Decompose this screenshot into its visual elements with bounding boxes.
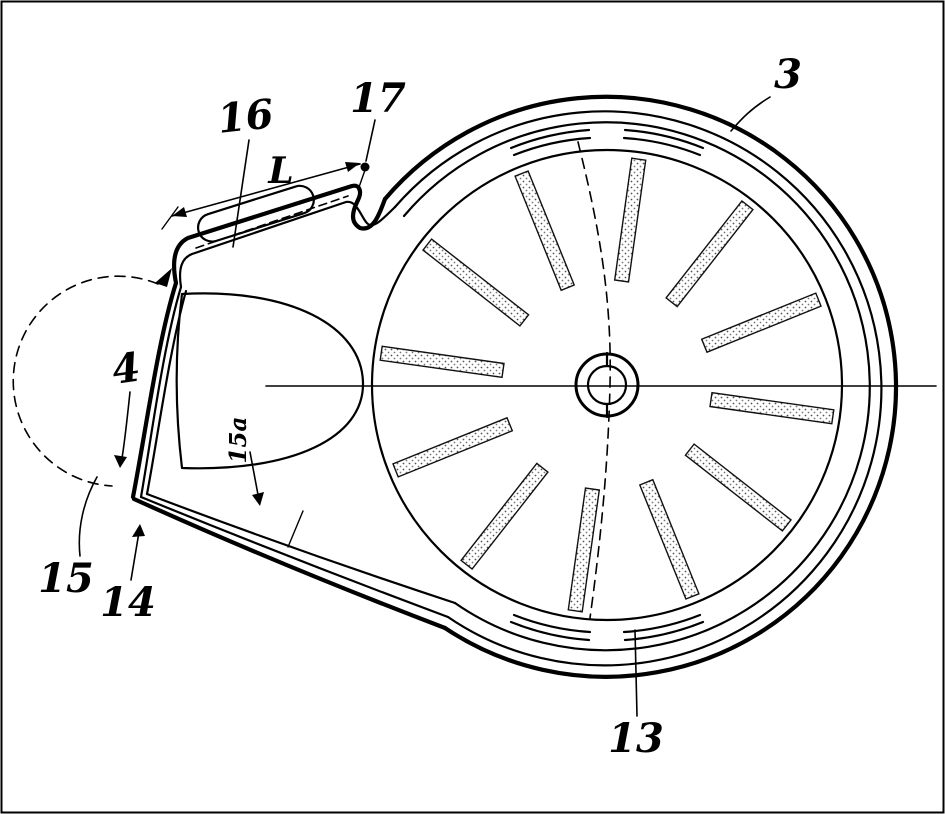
shroud-arc xyxy=(623,620,705,642)
dimension-extension-tick xyxy=(161,206,179,230)
shroud-arc xyxy=(622,613,702,634)
channel-tick xyxy=(287,510,304,548)
nozzle-arm xyxy=(195,162,370,249)
shroud-arc xyxy=(509,128,591,150)
inlet-channel-shape xyxy=(175,292,365,470)
ref-17-label: 17 xyxy=(350,75,406,122)
leader-lines xyxy=(78,96,771,717)
leader-ref14-arrow xyxy=(132,524,145,537)
rotor-blades xyxy=(379,157,835,613)
dashed-reference-circle xyxy=(12,275,159,487)
nozzle-pivot-dot xyxy=(360,162,370,172)
rotor-blade xyxy=(567,487,601,613)
dimension-L xyxy=(161,162,361,230)
ref-13-label: 13 xyxy=(608,715,664,762)
ref-15a-label: 15a xyxy=(225,417,252,464)
shroud-arc xyxy=(512,136,592,157)
housing-inner1-bottom xyxy=(139,495,450,619)
rotor-blade xyxy=(709,391,835,425)
rotor-blade xyxy=(613,157,647,283)
dim-L-label: L xyxy=(267,150,293,192)
nozzle-tip-link xyxy=(357,169,366,191)
ref-3-label: 3 xyxy=(774,51,802,98)
ref-4-label: 4 xyxy=(109,343,143,393)
rotor xyxy=(370,128,844,642)
ref-16-label: 16 xyxy=(215,90,275,143)
leader-ref17 xyxy=(365,119,376,162)
leader-ref15a xyxy=(249,451,260,501)
housing-inner1-left xyxy=(139,200,397,499)
shroud-arc xyxy=(623,128,705,150)
housing-inner2-bottom xyxy=(145,492,457,605)
dimension-arrow-left xyxy=(172,207,187,217)
ref-14-label: 14 xyxy=(100,579,156,626)
rotor-blade xyxy=(379,345,505,379)
housing-outer-arc xyxy=(382,94,899,679)
rotor-blade xyxy=(684,443,792,532)
leader-ref15a-arrow xyxy=(252,492,264,506)
housing-inner2-arc xyxy=(402,121,871,652)
leader-ref14 xyxy=(130,531,140,581)
shroud-arc xyxy=(512,613,592,634)
dimension-arrow-right xyxy=(345,162,360,172)
nozzle-capsule xyxy=(196,184,315,243)
rotor-blade xyxy=(665,200,754,308)
shroud-arc xyxy=(622,136,702,157)
wall-junction-arrow xyxy=(155,268,172,287)
rotor-blade xyxy=(638,478,700,600)
leader-ref16 xyxy=(232,139,250,248)
rotor-blade xyxy=(392,416,514,478)
leader-ref4-arrow xyxy=(114,455,127,468)
housing-outer-left xyxy=(130,183,388,500)
rotor-rim-circle xyxy=(370,148,844,622)
reference-numerals: 3 16 17 L 4 15a 15 14 13 xyxy=(38,51,802,762)
leader-ref3 xyxy=(730,96,771,132)
rotor-blade xyxy=(700,292,822,354)
housing-inner1-arc xyxy=(393,110,883,667)
rotor-blade xyxy=(460,462,549,570)
ref-15-label: 15 xyxy=(38,555,94,602)
leader-ref13 xyxy=(634,629,638,717)
shroud-arc xyxy=(509,620,591,642)
housing-outer-bottom xyxy=(131,496,448,631)
dashed-section-curve xyxy=(577,141,612,619)
leader-ref4 xyxy=(121,391,131,459)
rotor-blade xyxy=(422,238,530,327)
rotor-blade xyxy=(514,170,576,292)
leader-ref15 xyxy=(78,476,98,557)
dimension-line xyxy=(171,163,361,217)
